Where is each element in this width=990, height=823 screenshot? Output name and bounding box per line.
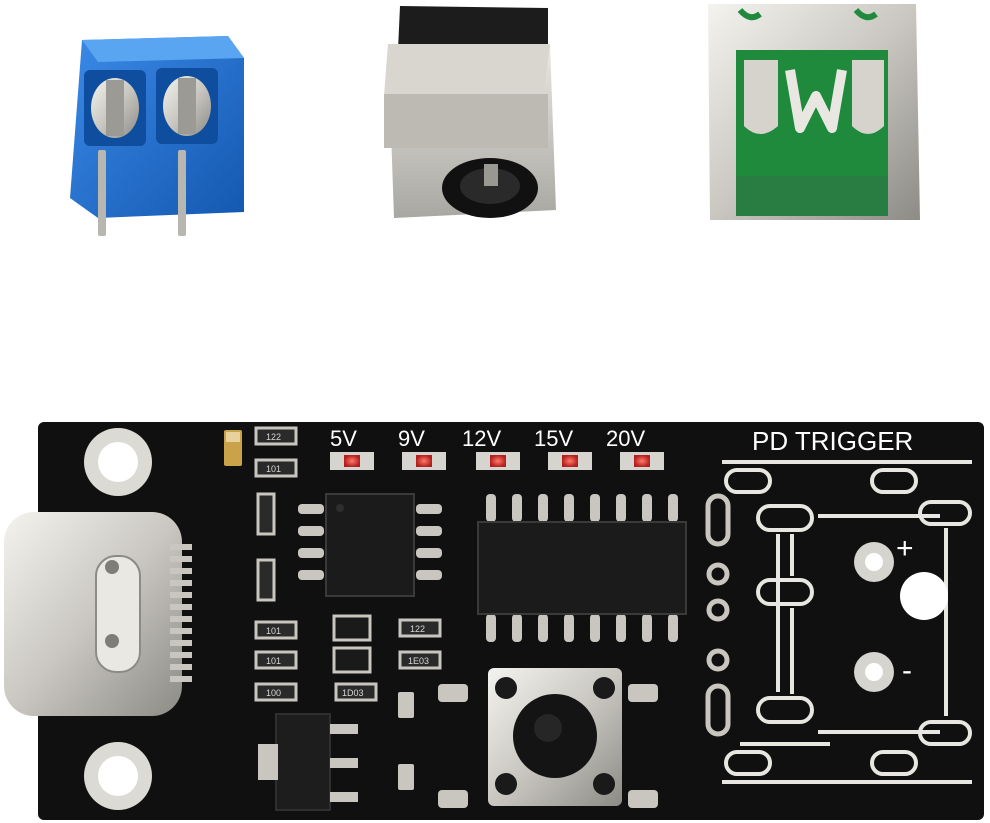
pcb-title: PD TRIGGER xyxy=(752,426,913,456)
label-15v: 15V xyxy=(534,426,573,451)
label-20v: 20V xyxy=(606,426,645,451)
led-15v xyxy=(548,452,592,470)
passive-components: 122 101 101 101 100 122 1E03 1D03 xyxy=(224,426,442,790)
usb-c-port-icon xyxy=(4,512,192,716)
led-5v xyxy=(330,452,374,470)
code-r2: 101 xyxy=(266,464,281,474)
screw-terminal-icon xyxy=(70,36,244,236)
code-r9: 1E03 xyxy=(408,656,429,666)
plus-sign: + xyxy=(896,532,914,565)
side-pads xyxy=(705,493,731,737)
status-leds xyxy=(330,452,664,470)
mounting-hole-top xyxy=(84,428,152,496)
board-hole xyxy=(900,572,948,620)
usb-a-female-icon xyxy=(708,4,920,220)
terminal-negative-pad xyxy=(854,652,894,692)
label-9v: 9V xyxy=(398,426,425,451)
code-r7: 100 xyxy=(266,688,281,698)
voltage-regulator xyxy=(258,713,358,811)
mounting-hole-bottom xyxy=(84,742,152,810)
dc-barrel-jack-icon xyxy=(384,6,556,218)
code-r8: 122 xyxy=(410,624,425,634)
code-r6: 101 xyxy=(266,656,281,666)
ic-soic16 xyxy=(477,494,687,642)
code-r10: 1D03 xyxy=(342,688,364,698)
minus-sign: - xyxy=(902,654,912,687)
led-20v xyxy=(620,452,664,470)
ic-soic8 xyxy=(298,493,442,597)
tactile-button-icon xyxy=(438,668,658,808)
code-r1: 122 xyxy=(266,432,281,442)
led-9v xyxy=(402,452,446,470)
code-r5: 101 xyxy=(266,626,281,636)
led-12v xyxy=(476,452,520,470)
voltage-labels: 5V 9V 12V 15V 20V xyxy=(330,426,645,451)
output-footprint xyxy=(722,460,972,784)
terminal-positive-pad xyxy=(854,542,894,582)
label-12v: 12V xyxy=(462,426,501,451)
label-5v: 5V xyxy=(330,426,357,451)
pd-trigger-board: 122 101 101 101 100 122 1E03 1D03 5V 9V xyxy=(4,422,984,820)
